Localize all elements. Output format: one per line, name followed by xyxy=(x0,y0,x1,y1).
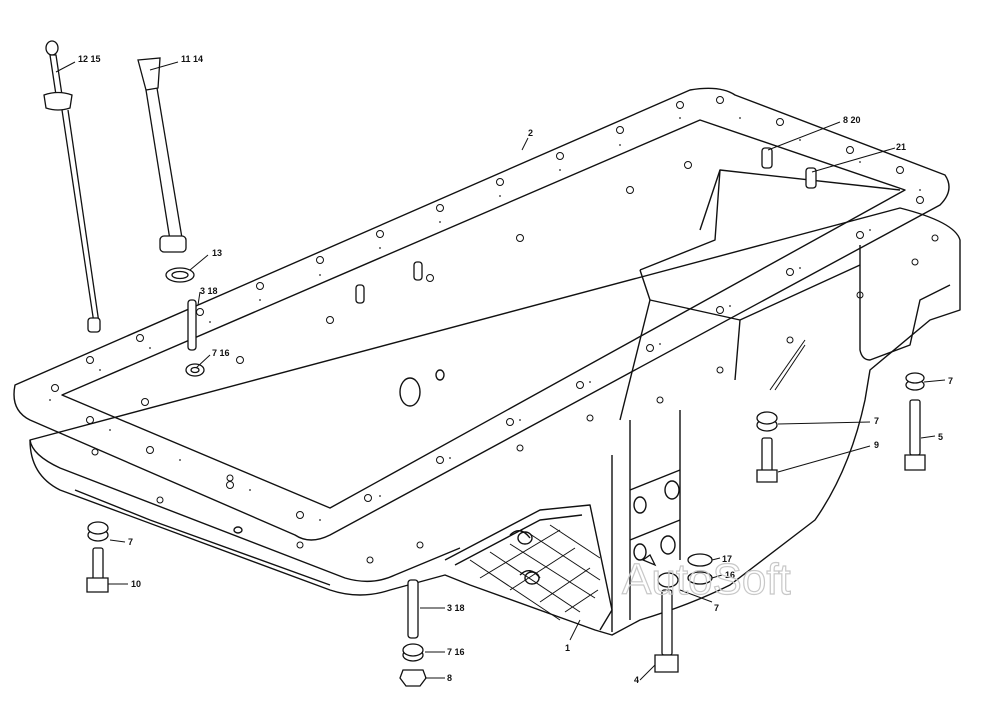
callout-washer-right-mid: 7 xyxy=(874,416,879,426)
callout-washer-right-top: 7 xyxy=(948,376,953,386)
callout-drain-bolt: 4 xyxy=(634,675,639,685)
callout-washer-17: 17 xyxy=(722,554,732,564)
dowel-pins xyxy=(355,147,817,304)
callout-dowel-pins: 8 20 xyxy=(843,115,861,125)
callout-washer-front-left: 7 xyxy=(128,537,133,547)
stud-left xyxy=(185,299,205,377)
callouts: 12 15 11 14 2 8 20 21 13 3 18 7 16 7 5 7… xyxy=(78,54,953,685)
oil-pan xyxy=(29,169,961,636)
callout-washer-7-drain: 7 xyxy=(714,603,719,613)
flange-holes xyxy=(91,234,939,564)
callout-o-ring: 13 xyxy=(212,248,222,258)
gasket xyxy=(13,87,950,541)
callout-stud-bottom: 3 18 xyxy=(447,603,465,613)
leader-lines xyxy=(55,61,946,681)
watermark: AutoSoft xyxy=(622,555,791,604)
callout-gasket: 2 xyxy=(528,128,533,138)
callout-stud-left: 3 18 xyxy=(200,286,218,296)
callout-washer-bottom: 7 16 xyxy=(447,647,465,657)
right-hardware xyxy=(86,372,926,687)
guide-tube xyxy=(137,57,195,283)
callout-pin-21: 21 xyxy=(896,142,906,152)
callout-guide-tube: 11 14 xyxy=(181,54,203,64)
callout-bolt-right-top: 5 xyxy=(938,432,943,442)
callout-oil-pan: 1 xyxy=(565,643,570,653)
dipstick xyxy=(43,40,101,333)
gasket-holes xyxy=(51,96,924,519)
callout-bolt-front-left: 10 xyxy=(131,579,141,589)
callout-washer-16: 16 xyxy=(725,570,735,580)
callout-washer-left: 7 16 xyxy=(212,348,230,358)
callout-nut-bottom: 8 xyxy=(447,673,452,683)
callout-dipstick: 12 15 xyxy=(78,54,101,64)
gasket-speckle xyxy=(49,117,921,521)
callout-bolt-right-mid: 9 xyxy=(874,440,879,450)
